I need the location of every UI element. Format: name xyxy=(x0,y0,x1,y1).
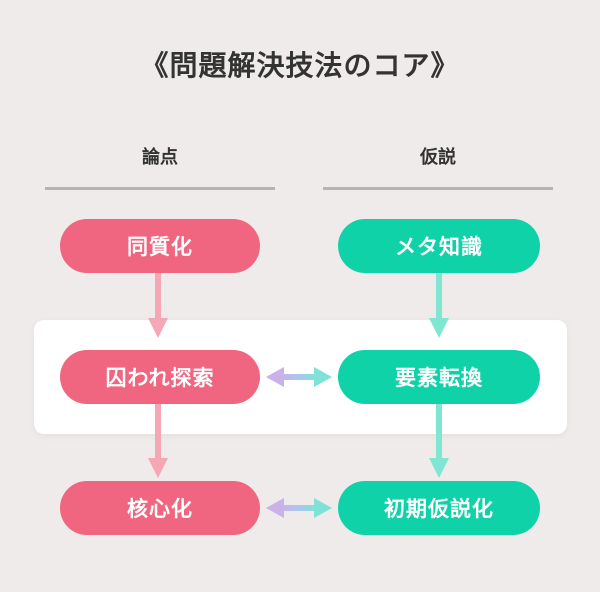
down-arrow-right-1 xyxy=(429,273,449,338)
node-meta-knowledge: メタ知識 xyxy=(338,219,540,273)
down-arrow-left-2 xyxy=(148,404,168,478)
node-bias-exploration: 囚われ探索 xyxy=(60,350,260,404)
bidirectional-arrow-row-2 xyxy=(266,367,332,387)
node-core-identification: 核心化 xyxy=(60,481,260,535)
column-divider-left xyxy=(45,187,275,190)
diagram-title: 《問題解決技法のコア》 xyxy=(140,49,460,82)
node-initial-hypothesis: 初期仮説化 xyxy=(338,481,540,535)
node-homogenization: 同質化 xyxy=(60,219,260,273)
down-arrow-left-1 xyxy=(148,273,168,338)
column-divider-right xyxy=(323,187,553,190)
node-element-conversion: 要素転換 xyxy=(338,350,540,404)
down-arrow-right-2 xyxy=(429,404,449,478)
column-header-issue: 論点 xyxy=(142,147,178,168)
column-header-hypothesis: 仮説 xyxy=(420,147,456,168)
bidirectional-arrow-row-3 xyxy=(266,498,332,518)
